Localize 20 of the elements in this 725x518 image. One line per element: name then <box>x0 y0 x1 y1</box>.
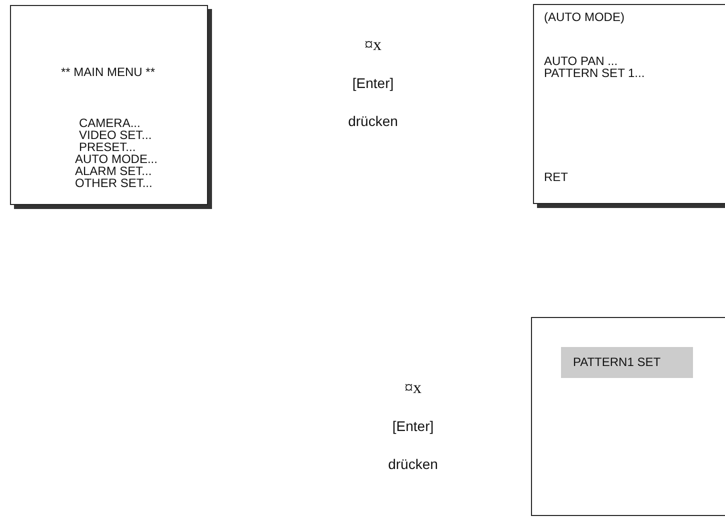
key-symbol: ¤x <box>364 35 382 55</box>
menu-item: PRESET... <box>79 140 136 154</box>
instruction-text: [Enter] <box>391 418 435 434</box>
highlighted-menu-item <box>561 347 693 378</box>
instruction-text: [Enter] <box>351 75 395 91</box>
menu-item: PATTERN1 SET <box>573 355 661 369</box>
screen-heading: ** MAIN MENU ** <box>61 65 156 79</box>
menu-item: AUTO MODE... <box>75 152 158 166</box>
menu-item: PATTERN SET 1... <box>544 66 645 80</box>
instruction-text: drücken <box>347 113 399 129</box>
menu-item: AUTO PAN ... <box>544 54 618 68</box>
menu-item: CAMERA... <box>79 116 140 130</box>
key-symbol: ¤x <box>404 378 422 398</box>
menu-item: OTHER SET... <box>75 176 152 190</box>
menu-item: VIDEO SET... <box>79 128 152 142</box>
screen-heading: (AUTO MODE) <box>544 10 624 24</box>
menu-screen <box>531 317 725 516</box>
menu-item: RET <box>544 170 568 184</box>
menu-item: ALARM SET... <box>75 164 152 178</box>
instruction-text: drücken <box>387 456 439 472</box>
